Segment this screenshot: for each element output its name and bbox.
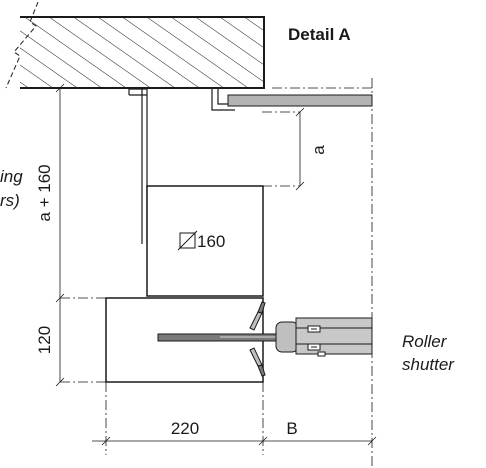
centerlines [100, 78, 373, 468]
shutter-label: shutter [402, 355, 455, 374]
detail-title: Detail A [288, 25, 351, 44]
dimension-a-plus-160 [55, 83, 65, 303]
dimension-horizontal [92, 382, 377, 455]
upper-rail [227, 94, 373, 107]
partial-left-label-1: ing [0, 167, 23, 186]
dim-b-label: B [286, 419, 297, 438]
ceiling-slab [5, 1, 265, 89]
dim-a-label: a [309, 145, 328, 155]
dim-a160-label: a + 160 [35, 164, 54, 221]
roller-shutter-end [275, 317, 373, 357]
partial-left-label-2: rs) [0, 191, 20, 210]
dimension-120 [55, 297, 100, 387]
dimension-a [295, 107, 305, 191]
roller-label: Roller [402, 332, 448, 351]
square-section [146, 185, 264, 297]
angle-bracket [211, 89, 235, 111]
shutter-shaft [157, 333, 290, 342]
hanger-bracket [128, 88, 148, 244]
brush-seals [249, 301, 266, 377]
dim-120-label: 120 [35, 326, 54, 354]
dim-220-label: 220 [171, 419, 199, 438]
section-size-label: 160 [197, 232, 225, 251]
